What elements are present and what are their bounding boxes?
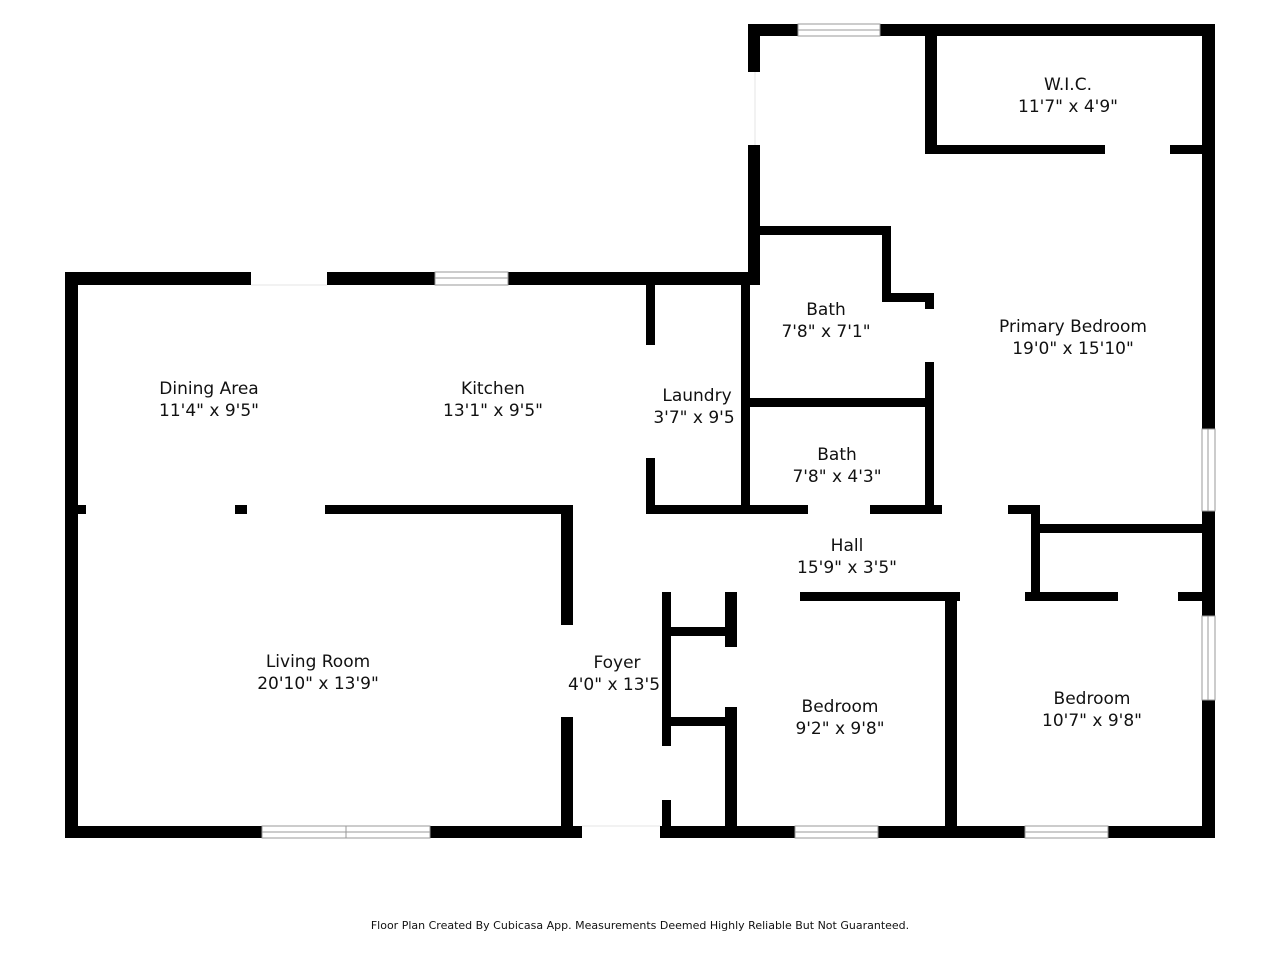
- room-dim-primary: 19'0" x 15'10": [1012, 339, 1134, 359]
- room-name-primary: Primary Bedroom: [999, 317, 1147, 337]
- wall: [662, 592, 671, 746]
- wall: [725, 592, 737, 647]
- room-dim-living: 20'10" x 13'9": [257, 674, 379, 694]
- wall: [741, 284, 750, 509]
- wall: [646, 505, 808, 514]
- wall: [725, 707, 737, 832]
- walls: [65, 24, 1215, 838]
- room-name-kitchen: Kitchen: [461, 379, 525, 399]
- room-name-hall: Hall: [831, 536, 864, 556]
- room-name-bedroom3: Bedroom: [1054, 689, 1131, 709]
- wall: [561, 505, 573, 625]
- room-labels: W.I.C. 11'7" x 4'9" Bath 7'8" x 7'1" Pri…: [159, 75, 1147, 739]
- room-dim-foyer: 4'0" x 13'5: [568, 675, 660, 695]
- room-name-bedroom2: Bedroom: [802, 697, 879, 717]
- room-name-bath2: Bath: [817, 445, 857, 465]
- wall: [1031, 505, 1040, 600]
- wall: [327, 272, 435, 285]
- wall: [1025, 592, 1118, 601]
- wall: [65, 272, 251, 285]
- wall: [508, 272, 756, 285]
- room-name-bath1: Bath: [806, 300, 846, 320]
- wall: [870, 505, 942, 514]
- wall: [561, 717, 573, 838]
- wall: [756, 226, 891, 235]
- disclaimer-footer: Floor Plan Created By Cubicasa App. Meas…: [370, 919, 910, 932]
- wall: [925, 145, 1105, 154]
- wall: [880, 24, 1215, 36]
- room-name-foyer: Foyer: [593, 653, 640, 673]
- wall: [925, 293, 934, 309]
- wall: [800, 592, 960, 601]
- wall: [1202, 24, 1215, 429]
- room-name-living: Living Room: [266, 652, 370, 672]
- wall: [65, 826, 262, 838]
- room-dim-laundry: 3'7" x 9'5: [653, 408, 734, 428]
- wall: [662, 800, 671, 830]
- wall: [748, 24, 798, 36]
- wall: [925, 36, 937, 154]
- wall: [1202, 700, 1215, 838]
- wall: [882, 226, 891, 299]
- room-dim-bedroom3: 10'7" x 9'8": [1042, 711, 1142, 731]
- wall: [945, 592, 957, 832]
- wall: [667, 717, 737, 726]
- wall: [646, 458, 655, 513]
- wall: [430, 826, 582, 838]
- room-dim-bath2: 7'8" x 4'3": [792, 467, 881, 487]
- wall: [1108, 826, 1215, 838]
- wall: [882, 293, 934, 302]
- room-name-laundry: Laundry: [662, 386, 731, 406]
- wall: [748, 24, 760, 72]
- wall: [646, 285, 655, 345]
- wall: [1031, 524, 1211, 533]
- wall: [748, 145, 760, 285]
- wall: [76, 505, 86, 514]
- wall: [745, 398, 930, 407]
- room-name-dining: Dining Area: [159, 379, 258, 399]
- room-dim-kitchen: 13'1" x 9'5": [443, 401, 543, 421]
- wall: [1202, 511, 1215, 616]
- wall: [325, 505, 573, 514]
- wall: [667, 627, 737, 636]
- wall: [65, 272, 78, 838]
- wall: [925, 362, 934, 512]
- windows: [261, 23, 1216, 839]
- wall: [1170, 145, 1204, 154]
- wall: [1178, 592, 1208, 601]
- doorway-lines: [251, 72, 756, 827]
- room-dim-bath1: 7'8" x 7'1": [781, 322, 870, 342]
- room-dim-bedroom2: 9'2" x 9'8": [795, 719, 884, 739]
- room-dim-dining: 11'4" x 9'5": [159, 401, 259, 421]
- room-dim-wic: 11'7" x 4'9": [1018, 97, 1118, 117]
- wall: [1008, 505, 1040, 514]
- wall: [235, 505, 247, 514]
- room-name-wic: W.I.C.: [1044, 75, 1092, 95]
- room-dim-hall: 15'9" x 3'5": [797, 558, 897, 578]
